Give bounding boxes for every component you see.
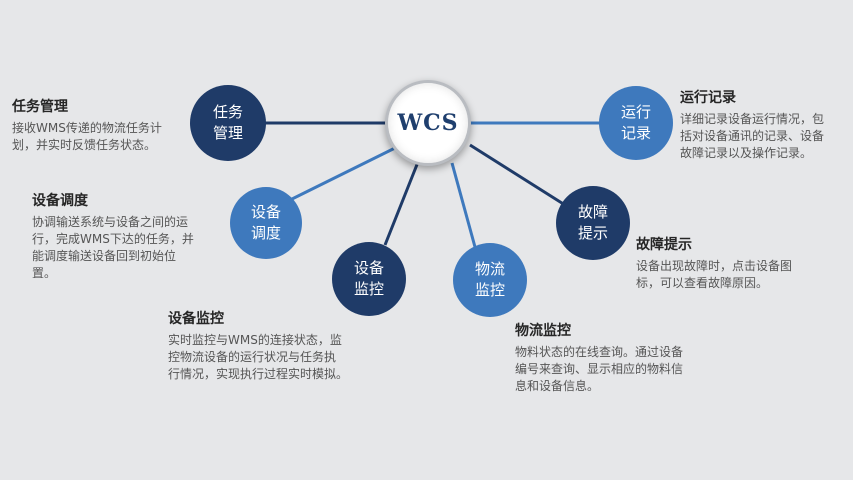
node-dispatch-label: 设备 调度 xyxy=(250,203,281,242)
block-log-title: 运行记录 xyxy=(680,90,736,106)
block-dispatch-desc: 协调输送系统与设备之间的运 行，完成WMS下达的任务，并 能调度输送设备回到初始… xyxy=(32,215,194,280)
block-logistics-monitor-title: 物流监控 xyxy=(515,323,571,339)
connector-dispatch xyxy=(289,146,396,202)
node-device-monitor: 设备 监控 xyxy=(332,242,406,316)
block-fault-desc: 设备出现故障时，点击设备图 标，可以查看故障原因。 xyxy=(636,259,793,290)
block-task-desc: 接收WMS传递的物流任务计 划，并实时反馈任务状态。 xyxy=(12,121,162,152)
block-log-desc: 详细记录设备运行情况，包 括对设备通讯的记录、设备 故障记录以及操作记录。 xyxy=(680,112,825,160)
block-device-dispatch: 设备调度 协调输送系统与设备之间的运 行，完成WMS下达的任务，并 能调度输送设… xyxy=(32,190,222,282)
block-run-log: 运行记录 详细记录设备运行情况，包 括对设备通讯的记录、设备 故障记录以及操作记… xyxy=(680,87,850,162)
node-fault-label: 故障 提示 xyxy=(577,203,608,242)
connector-logistics-monitor xyxy=(450,162,477,248)
block-device-monitor-desc: 实时监控与WMS的连接状态，监 控物流设备的运行状况与任务执 行情况，实现执行过… xyxy=(168,333,349,381)
block-logistics-monitor: 物流监控 物料状态的在线查询。通过设备 编号来查询、显示相应的物料信 息和设备信… xyxy=(515,320,720,395)
node-device-dispatch: 设备 调度 xyxy=(230,187,302,259)
block-fault-alert: 故障提示 设备出现故障时，点击设备图 标，可以查看故障原因。 xyxy=(636,234,836,292)
block-device-monitor-title: 设备监控 xyxy=(168,311,224,327)
block-task-management: 任务管理 接收WMS传递的物流任务计 划，并实时反馈任务状态。 xyxy=(12,96,192,154)
hub-label: WCS xyxy=(397,110,459,136)
node-task-label: 任务 管理 xyxy=(212,103,243,142)
node-task-management: 任务 管理 xyxy=(190,85,266,161)
node-logistics-monitor-label: 物流 监控 xyxy=(474,260,505,299)
block-logistics-monitor-desc: 物料状态的在线查询。通过设备 编号来查询、显示相应的物料信 息和设备信息。 xyxy=(515,345,684,393)
connector-fault xyxy=(469,143,566,207)
node-logistics-monitor: 物流 监控 xyxy=(453,243,527,317)
block-fault-title: 故障提示 xyxy=(636,237,692,253)
node-fault-alert: 故障 提示 xyxy=(556,186,630,260)
node-log-label: 运行 记录 xyxy=(620,103,651,142)
node-device-monitor-label: 设备 监控 xyxy=(353,259,384,298)
block-task-title: 任务管理 xyxy=(12,99,68,115)
connector-device-monitor xyxy=(383,161,420,246)
block-device-monitor: 设备监控 实时监控与WMS的连接状态，监 控物流设备的运行状况与任务执 行情况，… xyxy=(168,308,378,383)
node-run-log: 运行 记录 xyxy=(599,86,673,160)
block-dispatch-title: 设备调度 xyxy=(32,193,88,209)
wcs-hub: WCS xyxy=(385,80,471,166)
